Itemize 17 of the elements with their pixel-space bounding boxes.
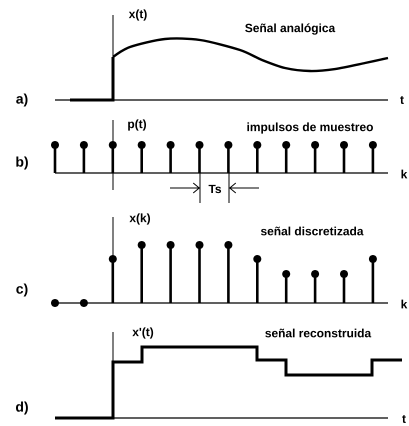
- panel-label: a): [16, 94, 28, 106]
- panel-label: b): [16, 156, 28, 170]
- dimension-label: Ts: [208, 184, 222, 194]
- signal-title: impulsos de muestreo: [247, 122, 373, 134]
- signal-title: señal discretizada: [260, 226, 364, 236]
- panel-label: c): [16, 284, 28, 296]
- axis-label: p(t): [128, 119, 146, 131]
- signal-title: Señal analógica: [245, 23, 336, 35]
- axis-label: k: [402, 170, 408, 178]
- axis-label: t: [402, 415, 406, 423]
- axis-label: t: [400, 96, 404, 104]
- axis-label: x(t): [128, 9, 147, 21]
- axis-label: x'(t): [132, 327, 154, 339]
- axis-label: k: [402, 300, 408, 308]
- axis-label: x(k): [129, 213, 150, 225]
- panel-label: d): [16, 402, 28, 414]
- signal-title: señal reconstruida: [265, 328, 372, 338]
